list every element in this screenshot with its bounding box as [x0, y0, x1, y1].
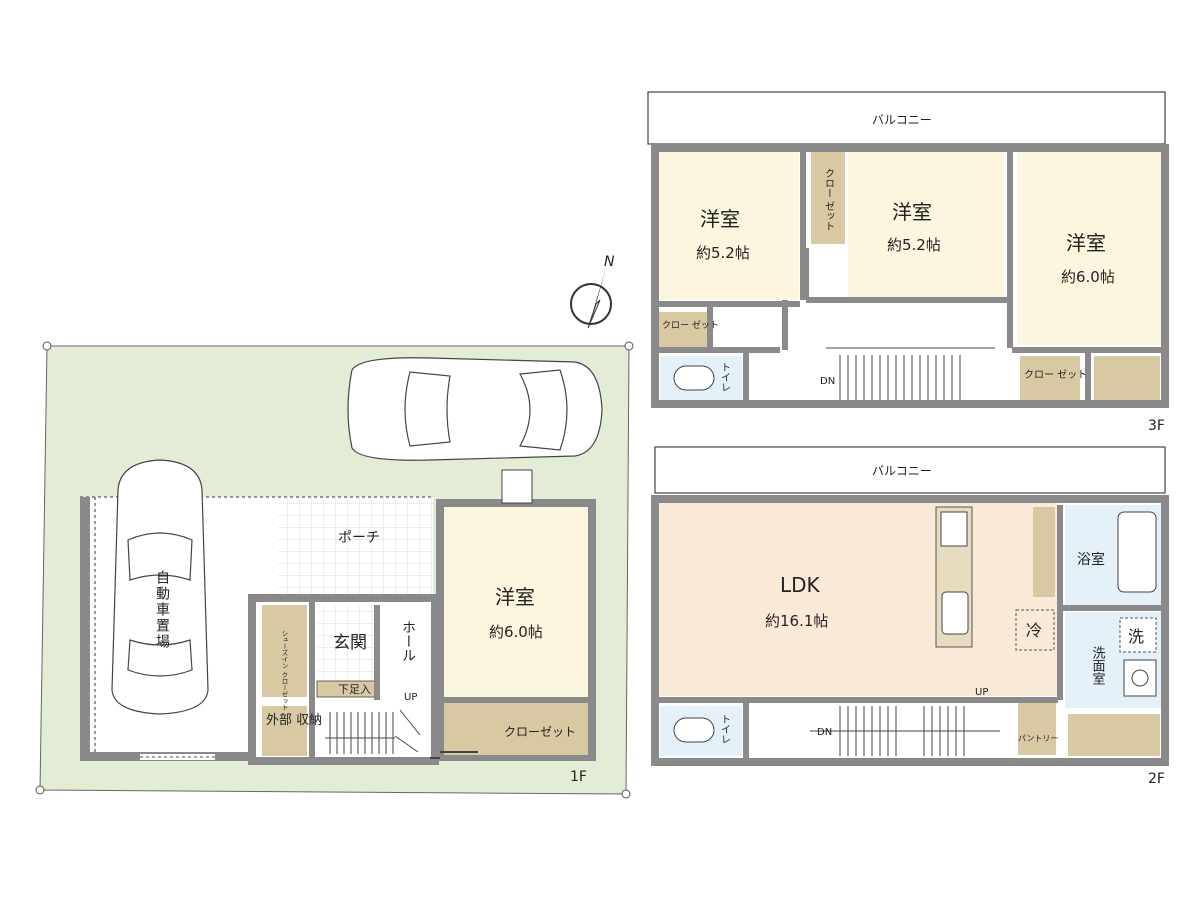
pantry-label: パントリー	[1018, 734, 1058, 743]
shimo-ashiire-label: 下足入	[338, 683, 371, 696]
gaibu-shuno-label: 外部 収納	[266, 713, 322, 728]
parking-label: 自動車置場	[154, 570, 170, 650]
car-parking-icon	[111, 459, 209, 715]
fridge-label: 冷	[1026, 621, 1042, 640]
genkan-label: 玄関	[333, 633, 367, 653]
balcony-3f	[647, 91, 1166, 145]
floor-label-1f: 1F	[570, 769, 587, 785]
floor-1f: N 自動車置場 ポーチ 玄関 ホール シューズイン クローゼット 下足入 外部 …	[35, 254, 634, 799]
floor-label-2f: 2F	[1148, 771, 1165, 787]
closet-vertical-3f	[811, 152, 845, 244]
floor-label-3f: 3F	[1148, 418, 1165, 434]
room1-3f-size: 約5.2帖	[696, 244, 750, 262]
room2-3f-size: 約5.2帖	[887, 236, 941, 254]
floor-3f: バルコニー 洋室 約5.2帖 洋室 約5.2帖 洋室 約6.0帖 クロー ゼット…	[647, 91, 1169, 434]
storage-2f	[1068, 714, 1160, 756]
room3-3f	[1017, 152, 1161, 345]
hall-label: ホール	[400, 620, 416, 662]
toilet-2f-label: トイレ	[719, 714, 731, 744]
ldk-area	[659, 503, 1057, 696]
gaibu-shuno	[262, 706, 307, 756]
washroom-label: 洗面室	[1090, 646, 1106, 685]
shoes-closet	[262, 605, 307, 697]
shoes-closet-label: シューズイン クローゼット	[280, 630, 288, 710]
compass-north-label: N	[604, 254, 615, 270]
washer-label: 洗	[1128, 627, 1144, 646]
stairs-up-label-1f: UP	[404, 692, 417, 703]
closet-b-3f-label: クロー ゼット	[1024, 369, 1087, 381]
toilet-3f-label: トイレ	[719, 362, 731, 392]
bath-label: 浴室	[1077, 551, 1105, 568]
compass-icon: N	[570, 254, 615, 329]
closet-1f	[444, 700, 588, 755]
balcony-3f-label: バルコニー	[872, 113, 932, 127]
room1-3f	[659, 152, 799, 300]
western-room-1f-size: 約6.0帖	[489, 623, 543, 641]
kitchen-back-counter	[1033, 507, 1055, 597]
stairs-3f	[826, 347, 1002, 400]
western-room-1f-label: 洋室	[495, 585, 535, 609]
stairs-dn-label-3f: DN	[820, 376, 835, 387]
balcony-2f-label: バルコニー	[872, 464, 932, 478]
car-street-icon	[347, 357, 603, 461]
pantry	[1018, 700, 1056, 755]
room2-3f-label: 洋室	[892, 200, 932, 224]
porch-area	[278, 497, 433, 598]
closet-b-3f	[1020, 356, 1080, 400]
stairs-dn-label-2f: DN	[817, 727, 832, 738]
porch-label: ポーチ	[338, 530, 380, 546]
ldk-label: LDK	[780, 573, 821, 597]
stairs-up-label-2f: UP	[975, 687, 988, 698]
room3-3f-size: 約6.0帖	[1061, 268, 1115, 286]
room3-3f-label: 洋室	[1066, 231, 1106, 255]
fridge-space	[1015, 609, 1055, 651]
stairs-1f	[318, 702, 430, 754]
closet-a-3f-label: クロー ゼット	[662, 319, 719, 331]
room1-3f-label: 洋室	[700, 207, 740, 231]
closet-1f-label: クローゼット	[504, 725, 576, 739]
closet-vertical-3f-label: クロー ゼット	[823, 168, 835, 231]
stairs-2f	[752, 706, 1007, 756]
genkan-area	[317, 605, 375, 681]
room2-3f	[848, 152, 1004, 297]
closet-a-3f	[659, 312, 707, 348]
ldk-size: 約16.1帖	[765, 612, 828, 630]
floor-2f: バルコニー LDK 約16.1帖 浴室 冷 洗 洗面室 パントリー トイレ U	[651, 446, 1169, 787]
balcony-2f	[654, 446, 1166, 494]
